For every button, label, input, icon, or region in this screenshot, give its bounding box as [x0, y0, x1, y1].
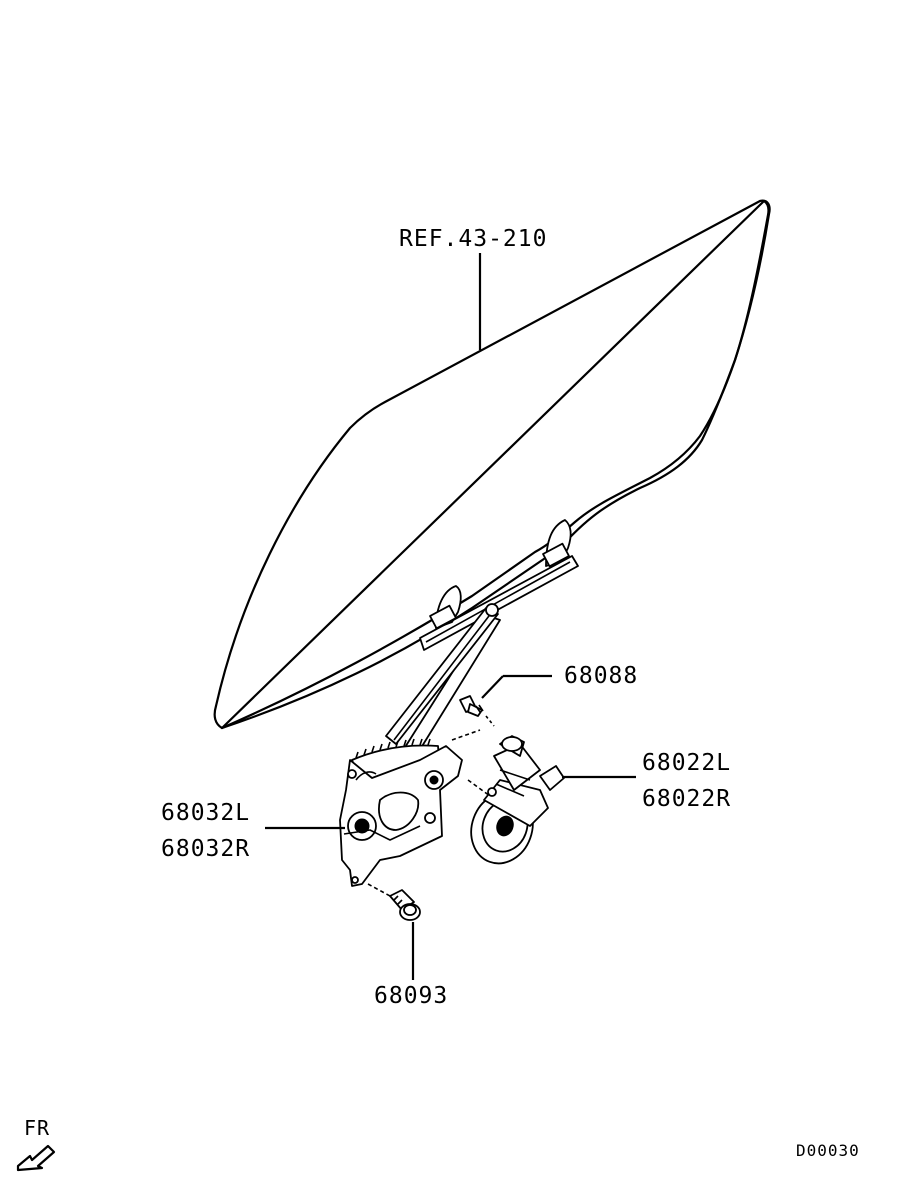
- ref-glass-label: REF.43-210: [399, 226, 548, 252]
- diagram-code: D00030: [796, 1141, 860, 1160]
- part-number-68022l: 68022L: [642, 750, 732, 776]
- part-number-68032r: 68032R: [161, 836, 251, 862]
- door-glass-edge: [213, 199, 771, 730]
- front-indicator-label: FR: [24, 1116, 51, 1140]
- part-number-68093: 68093: [374, 983, 449, 1009]
- window-motor: [470, 735, 565, 865]
- part-number-68088: 68088: [564, 663, 639, 689]
- arrow-down-left-icon: [16, 1144, 56, 1172]
- bolt-68088-icon: [459, 695, 484, 717]
- part-number-68022r: 68022R: [642, 786, 732, 812]
- part-number-68032l: 68032L: [161, 800, 251, 826]
- bolt-68093-icon: [389, 889, 421, 921]
- door-glass: [220, 199, 770, 730]
